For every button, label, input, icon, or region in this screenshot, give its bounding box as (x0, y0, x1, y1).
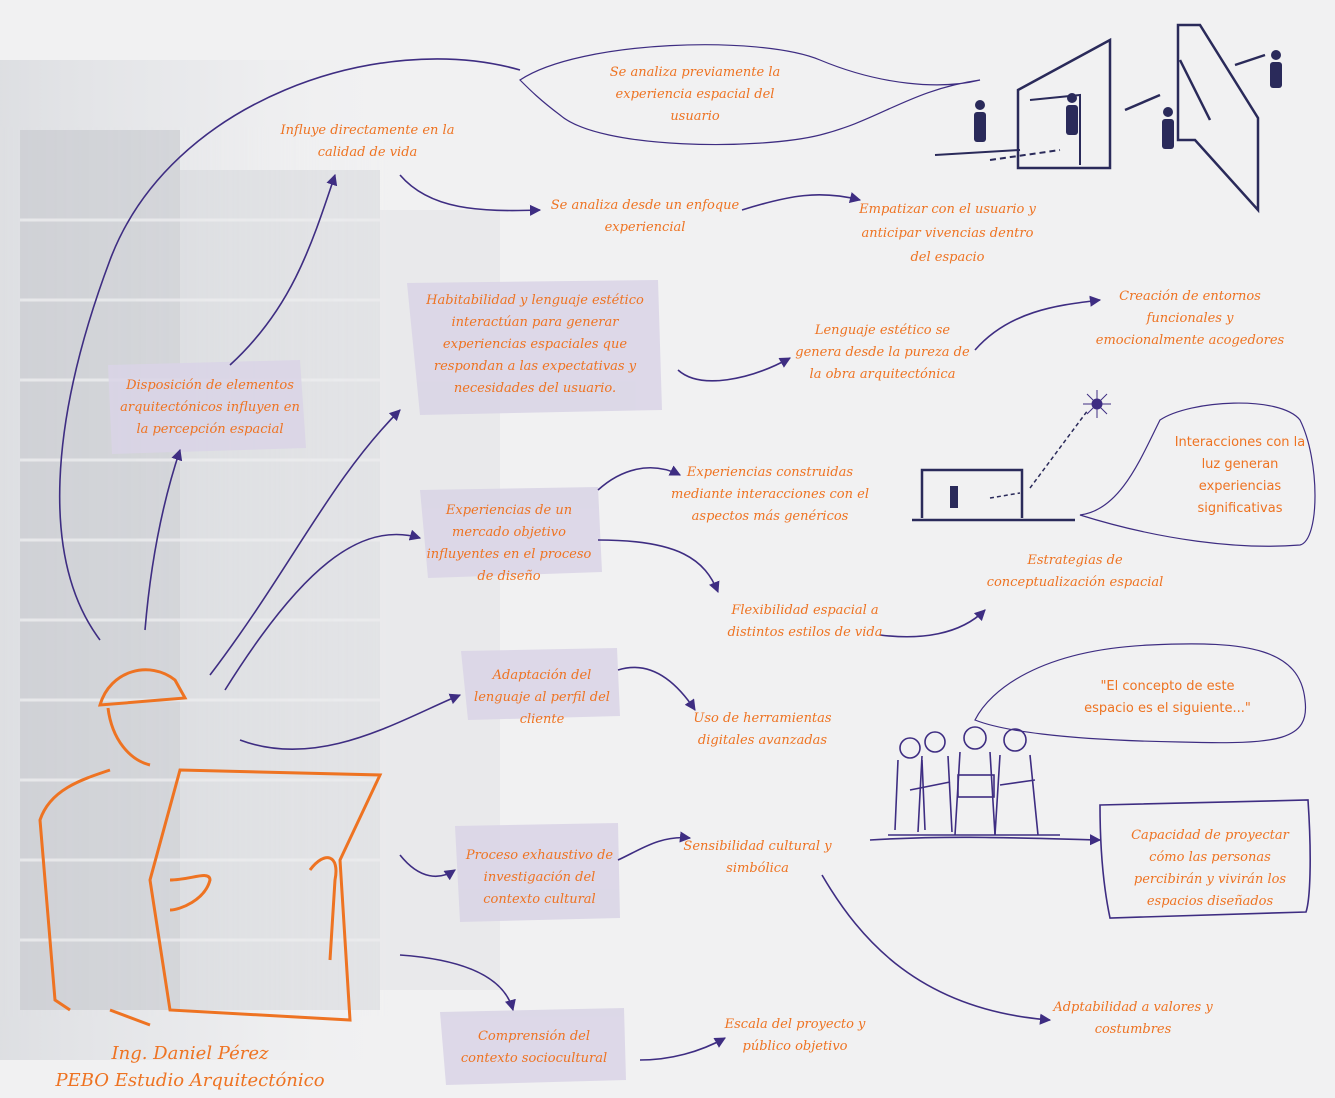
node-lenguaje-estetico: Lenguaje estético se genera desde la pur… (795, 323, 970, 382)
node-enfoque: Se analiza desde un enfoque experiencial (550, 198, 740, 235)
author-signature: Ing. Daniel Pérez PEBO Estudio Arquitect… (40, 1040, 340, 1094)
node-capacidad: Capacidad de proyectar cómo las personas… (1131, 828, 1289, 909)
node-adaptabilidad: Adptabilidad a valores y costumbres (1053, 1000, 1213, 1037)
folding-wall-sketch-icon (1124, 23, 1282, 214)
speech-bubbles (519, 44, 1316, 919)
architect-figure-icon (38, 668, 383, 1027)
node-interacciones-luz: Interacciones con la luz generan experie… (1174, 435, 1306, 516)
node-experiencias-construidas: Experiencias construidas mediante intera… (671, 465, 869, 524)
node-creacion: Creación de entornos funcionales y emoci… (1095, 289, 1285, 348)
node-escala: Escala del proyecto y público objetivo (724, 1017, 866, 1054)
connector-lines (58, 58, 1102, 1061)
light-section-sketch-icon (912, 409, 1089, 522)
node-mercado: Experiencias de un mercado objetivo infl… (426, 503, 592, 584)
team-meeting-sketch-icon (888, 726, 1060, 836)
node-adaptacion: Adaptación del lenguaje al perfil del cl… (474, 668, 610, 727)
node-herramientas: Uso de herramientas digitales avanzadas (693, 711, 832, 748)
author-studio: PEBO Estudio Arquitectónico (55, 1070, 325, 1091)
node-proceso: Proceso exhaustivo de investigación del … (465, 848, 614, 907)
sun-icon (1083, 390, 1111, 418)
node-highlight-boxes (108, 280, 662, 1085)
node-previamente: Se analiza previamente la experiencia es… (609, 65, 781, 124)
node-comprension: Comprensión del contexto sociocultural (460, 1029, 608, 1066)
node-disposicion: Disposición de elementos arquitectónicos… (120, 378, 300, 437)
node-flexibilidad: Flexibilidad espacial a distintos estilo… (727, 603, 883, 640)
node-sensibilidad: Sensibilidad cultural y simbólica (683, 839, 832, 876)
node-influye: Influye directamente en la calidad de vi… (280, 123, 455, 160)
node-concepto-quote: "El concepto de este espacio es el sigui… (1084, 679, 1251, 716)
node-estrategias: Estrategias de conceptualización espacia… (986, 553, 1164, 590)
node-empatizar: Empatizar con el usuario y anticipar viv… (859, 202, 1036, 265)
doorway-people-sketch-icon (934, 37, 1112, 170)
node-habitabilidad: Habitabilidad y lenguaje estético intera… (426, 293, 644, 396)
author-name: Ing. Daniel Pérez (111, 1043, 269, 1064)
